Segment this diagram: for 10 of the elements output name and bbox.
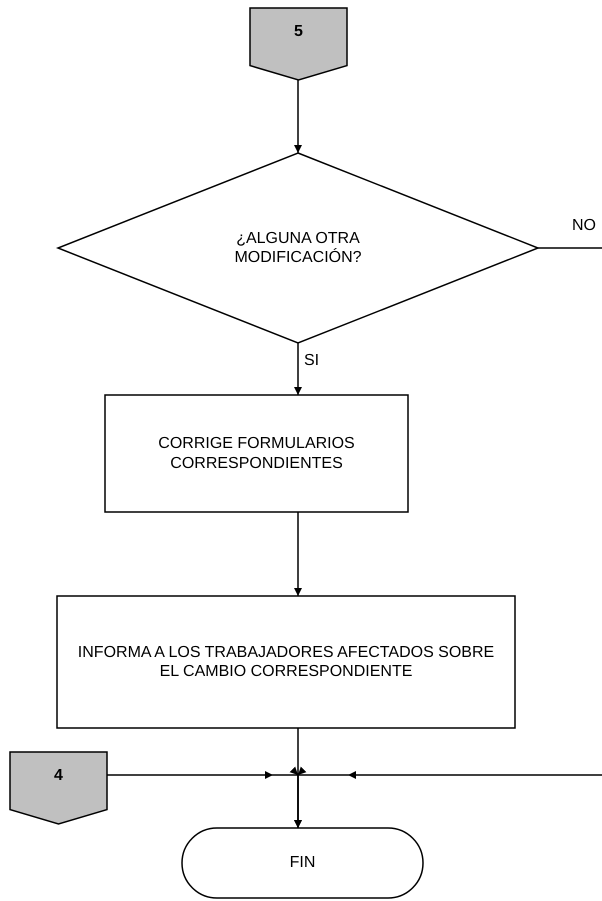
node-label: INFORMA A LOS TRABAJADORES AFECTADOS SOBRE EL CAMBIO CORRESPONDIENTE [76, 642, 496, 682]
node-label: ¿ALGUNA OTRA MODIFICACIÓN? [233, 228, 363, 268]
arrow [294, 343, 302, 395]
arrow [294, 512, 302, 596]
node-label: FIN [288, 853, 316, 873]
arrow [294, 766, 602, 828]
arrow [294, 80, 302, 153]
node-label: 4 [54, 766, 63, 786]
node-label: CORRIGE FORMULARIOS CORRESPONDIENTES [157, 434, 356, 473]
node-label: 5 [294, 22, 303, 42]
